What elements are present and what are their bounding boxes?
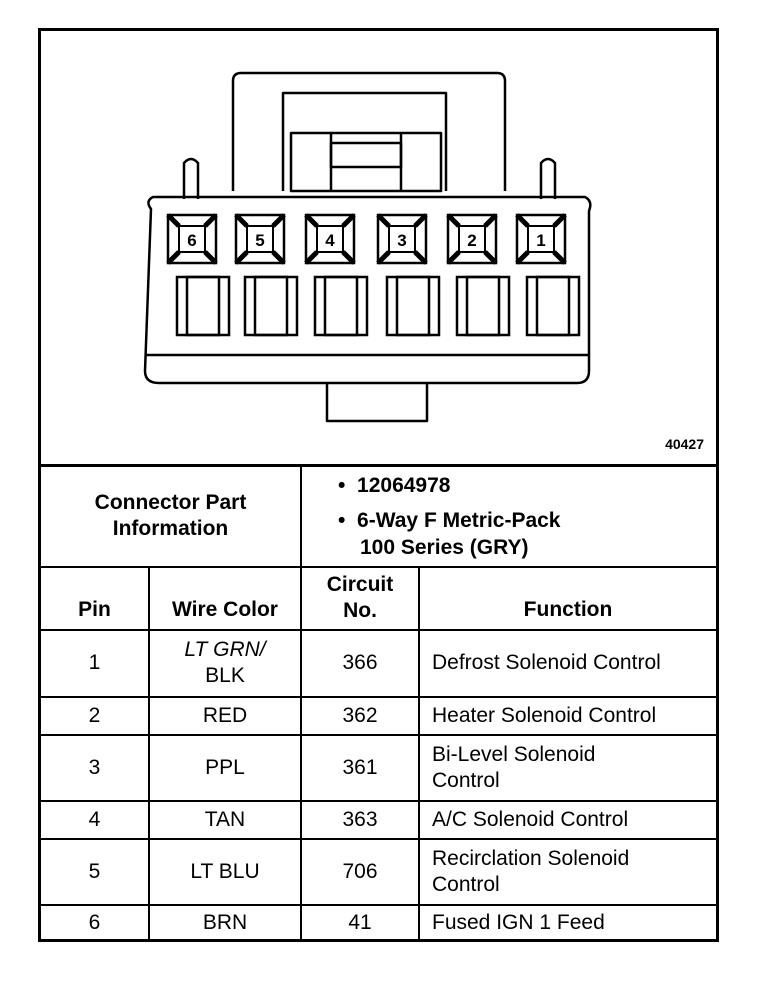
figure-number: 40427 [665,436,704,452]
header-circuit-no: Circuit No. [300,565,420,631]
pin-cell: 3 [41,733,150,802]
connector-description-1: 6-Way F Metric-Pack [357,508,561,532]
connector-part-details: • 12064978 • 6-Way F Metric-Pack 100 Ser… [300,464,716,568]
wire-color-cell: BRN [148,903,302,941]
connector-part-label: Connector Part Information [41,464,302,568]
pin-cavity-1 [515,213,567,265]
function-cell: Heater Solenoid Control [418,695,716,736]
bottom-key [325,383,429,423]
connector-part-info-row: Connector Part Information • 12064978 • … [41,464,716,568]
function-cell: Bi-Level Solenoid Control [418,733,716,802]
connector-body [143,195,592,385]
pin-number-6: 6 [187,231,196,250]
table-header-row: Pin Wire Color Circuit No. Function [41,565,716,631]
right-post [539,157,557,199]
connector-face-drawing: 6 5 4 3 2 1 [143,71,592,423]
function-cell: Defrost Solenoid Control [418,628,716,698]
pin-number-4: 4 [325,231,335,250]
table-row: 6 BRN 41 Fused IGN 1 Feed [41,903,716,941]
pin-cavity-5 [234,213,286,265]
wire-color-cell: RED [148,695,302,736]
header-function: Function [418,565,716,631]
pin-cell: 2 [41,695,150,736]
pin-number-3: 3 [397,231,406,250]
pin-cavity-4 [304,213,356,265]
connector-pinout-table: Connector Part Information • 12064978 • … [41,464,716,941]
pin-cell: 6 [41,903,150,941]
pin-number-5: 5 [255,231,264,250]
function-cell: A/C Solenoid Control [418,799,716,840]
function-cell: Recirclation Solenoid Control [418,837,716,906]
table-row: 2 RED 362 Heater Solenoid Control [41,695,716,736]
connector-diagram-panel: 6 5 4 3 2 1 40427 [41,31,716,464]
pin-cell: 4 [41,799,150,840]
function-cell: Fused IGN 1 Feed [418,903,716,941]
terminal-slots [175,275,581,337]
lock-tab-inner [281,91,448,191]
table-row: 1 LT GRN/ BLK 366 Defrost Solenoid Contr… [41,628,716,698]
wire-color-cell: TAN [148,799,302,840]
wire-color-cell: LT BLU [148,837,302,906]
left-post [182,157,200,199]
circuit-cell: 361 [300,733,420,802]
part-number: 12064978 [357,473,451,497]
table-row: 5 LT BLU 706 Recirclation Solenoid Contr… [41,837,716,906]
circuit-cell: 41 [300,903,420,941]
connector-description-2: 100 Series (GRY) [360,535,529,559]
circuit-cell: 366 [300,628,420,698]
pin-cell: 1 [41,628,150,698]
pin-number-2: 2 [467,231,476,250]
header-wire-color: Wire Color [148,565,302,631]
lock-tab-outer [231,71,507,191]
circuit-cell: 362 [300,695,420,736]
lock-tab-center [289,131,443,193]
pin-cavity-2 [446,213,498,265]
pin-number-1: 1 [536,231,545,250]
wire-color-cell: PPL [148,733,302,802]
circuit-cell: 363 [300,799,420,840]
table-row: 3 PPL 361 Bi-Level Solenoid Control [41,733,716,802]
pin-cavity-3 [376,213,428,265]
circuit-cell: 706 [300,837,420,906]
pin-cell: 5 [41,837,150,906]
header-pin: Pin [41,565,150,631]
wire-color-cell: LT GRN/ BLK [148,628,302,698]
pin-cavity-6 [166,213,218,265]
table-row: 4 TAN 363 A/C Solenoid Control [41,799,716,840]
connector-document-frame: 6 5 4 3 2 1 40427 [38,28,719,942]
